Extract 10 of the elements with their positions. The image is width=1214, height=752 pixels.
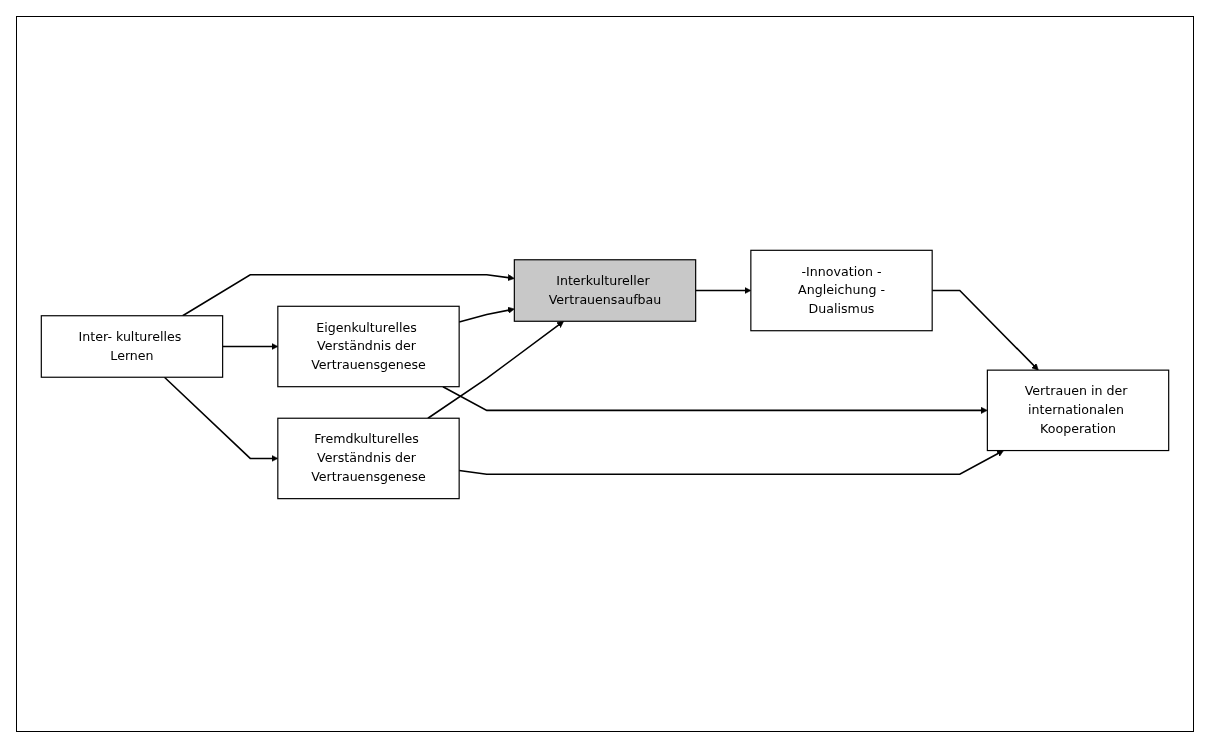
node-box bbox=[40, 314, 224, 378]
node-box bbox=[986, 369, 1170, 451]
node-box bbox=[513, 258, 697, 322]
node-box bbox=[750, 249, 933, 331]
diagram-frame: Eigenkulturelles Verständnis der Vertrauensgenese Inter- kulturelles Lernen Fremdkulturelles Verständnis der Vertrauensgenese Interkultureller Vertrauensaufbau -Innovation -Angleichung -Dualismus Vertrauen in der internationalen Kooperation bbox=[16, 16, 1194, 732]
node-box bbox=[277, 417, 460, 499]
arrow bbox=[442, 385, 988, 414]
arrow bbox=[427, 320, 564, 419]
node-box bbox=[277, 305, 460, 387]
arrow bbox=[181, 273, 515, 317]
